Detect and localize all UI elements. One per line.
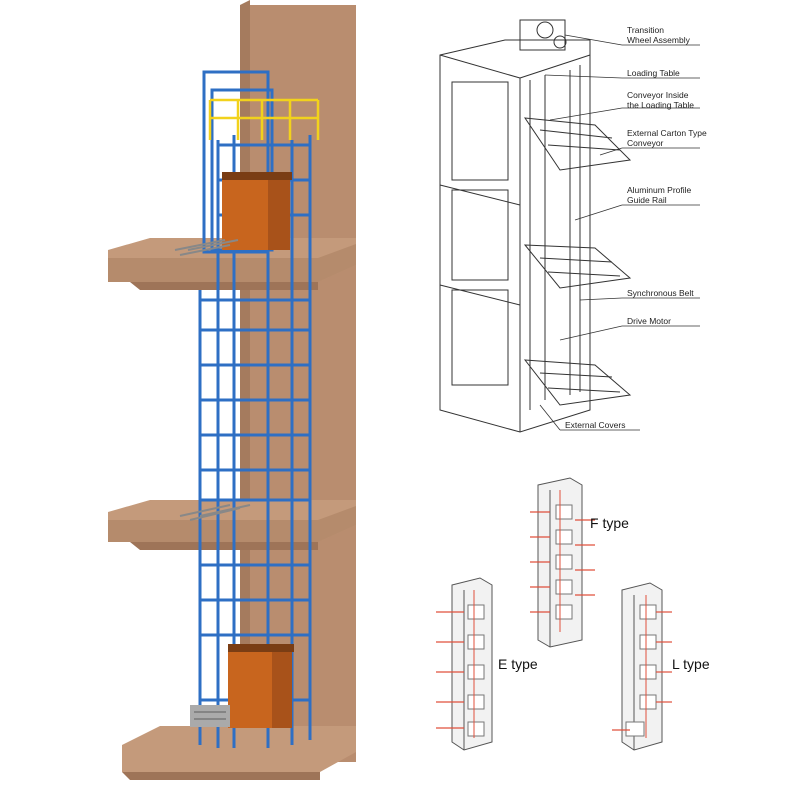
e-type-label: E type — [498, 656, 538, 672]
upper-floor-conveyor — [174, 239, 239, 256]
callout-leaders — [539, 34, 700, 431]
callout-guide-rail: Aluminum Profile Guide Rail — [627, 185, 692, 205]
f-type-diagram — [530, 477, 595, 648]
e-type-diagram — [436, 577, 493, 751]
callout-external-covers: External Covers — [565, 420, 626, 430]
callout-transition: Transition Wheel Assembly — [627, 25, 690, 45]
lower-cabin — [228, 644, 294, 728]
callout-drive-motor: Drive Motor — [627, 316, 671, 326]
callout-conveyor-inside: Conveyor Inside the Loading Table — [627, 90, 694, 110]
upper-floor-slab — [108, 238, 356, 290]
callout-synchronous-belt: Synchronous Belt — [627, 288, 694, 298]
l-type-diagram — [612, 582, 672, 751]
tech-drawing — [439, 19, 632, 433]
bottom-floor-conveyor — [190, 705, 230, 727]
middle-floor-conveyor — [179, 504, 251, 521]
callout-loading-table: Loading Table — [627, 68, 680, 78]
upper-cabin — [222, 172, 292, 250]
bottom-floor-slab — [122, 726, 356, 780]
l-type-label: L type — [672, 656, 710, 672]
middle-floor-slab — [108, 500, 356, 550]
yellow-guard-rail — [208, 98, 320, 140]
callout-external-carton: External Carton Type Conveyor — [627, 128, 707, 148]
f-type-label: F type — [590, 515, 629, 531]
